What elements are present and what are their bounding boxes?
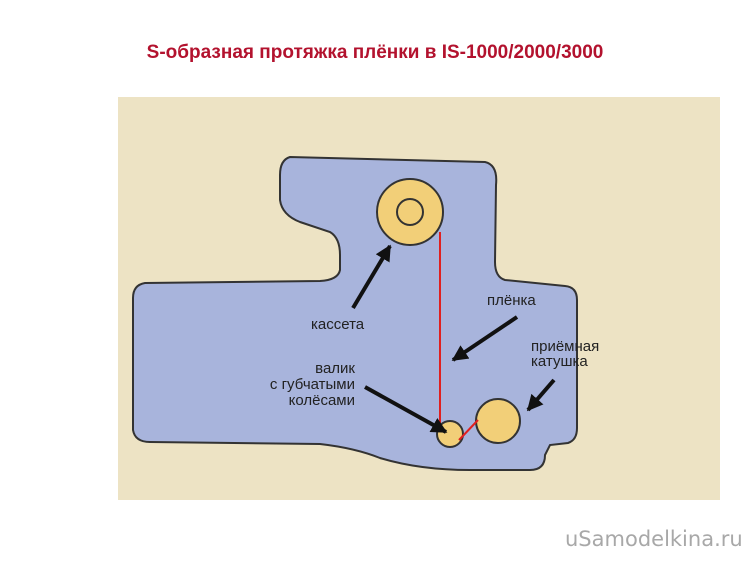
camera-body xyxy=(132,155,578,471)
film-arrow xyxy=(451,315,519,362)
label-cassette: кассета xyxy=(311,316,365,333)
label-takeup-1: приёмная xyxy=(531,338,599,355)
film-strip xyxy=(439,232,479,441)
roller-arrow xyxy=(364,385,448,434)
takeup-spool xyxy=(475,398,521,444)
cassette-arrow xyxy=(351,244,392,310)
label-roller-1: валик xyxy=(315,360,355,377)
label-takeup-2: катушка xyxy=(531,353,588,370)
takeup-arrow xyxy=(526,378,556,412)
watermark: uSamodelkina.ru xyxy=(565,527,743,551)
cassette-spool xyxy=(376,178,444,246)
label-roller-2: с губчатыми xyxy=(270,376,355,393)
diagram-title: S-образная протяжка плёнки в IS-1000/200… xyxy=(146,42,604,63)
label-roller-3: колёсами xyxy=(289,392,355,409)
label-film: плёнка xyxy=(487,292,536,309)
